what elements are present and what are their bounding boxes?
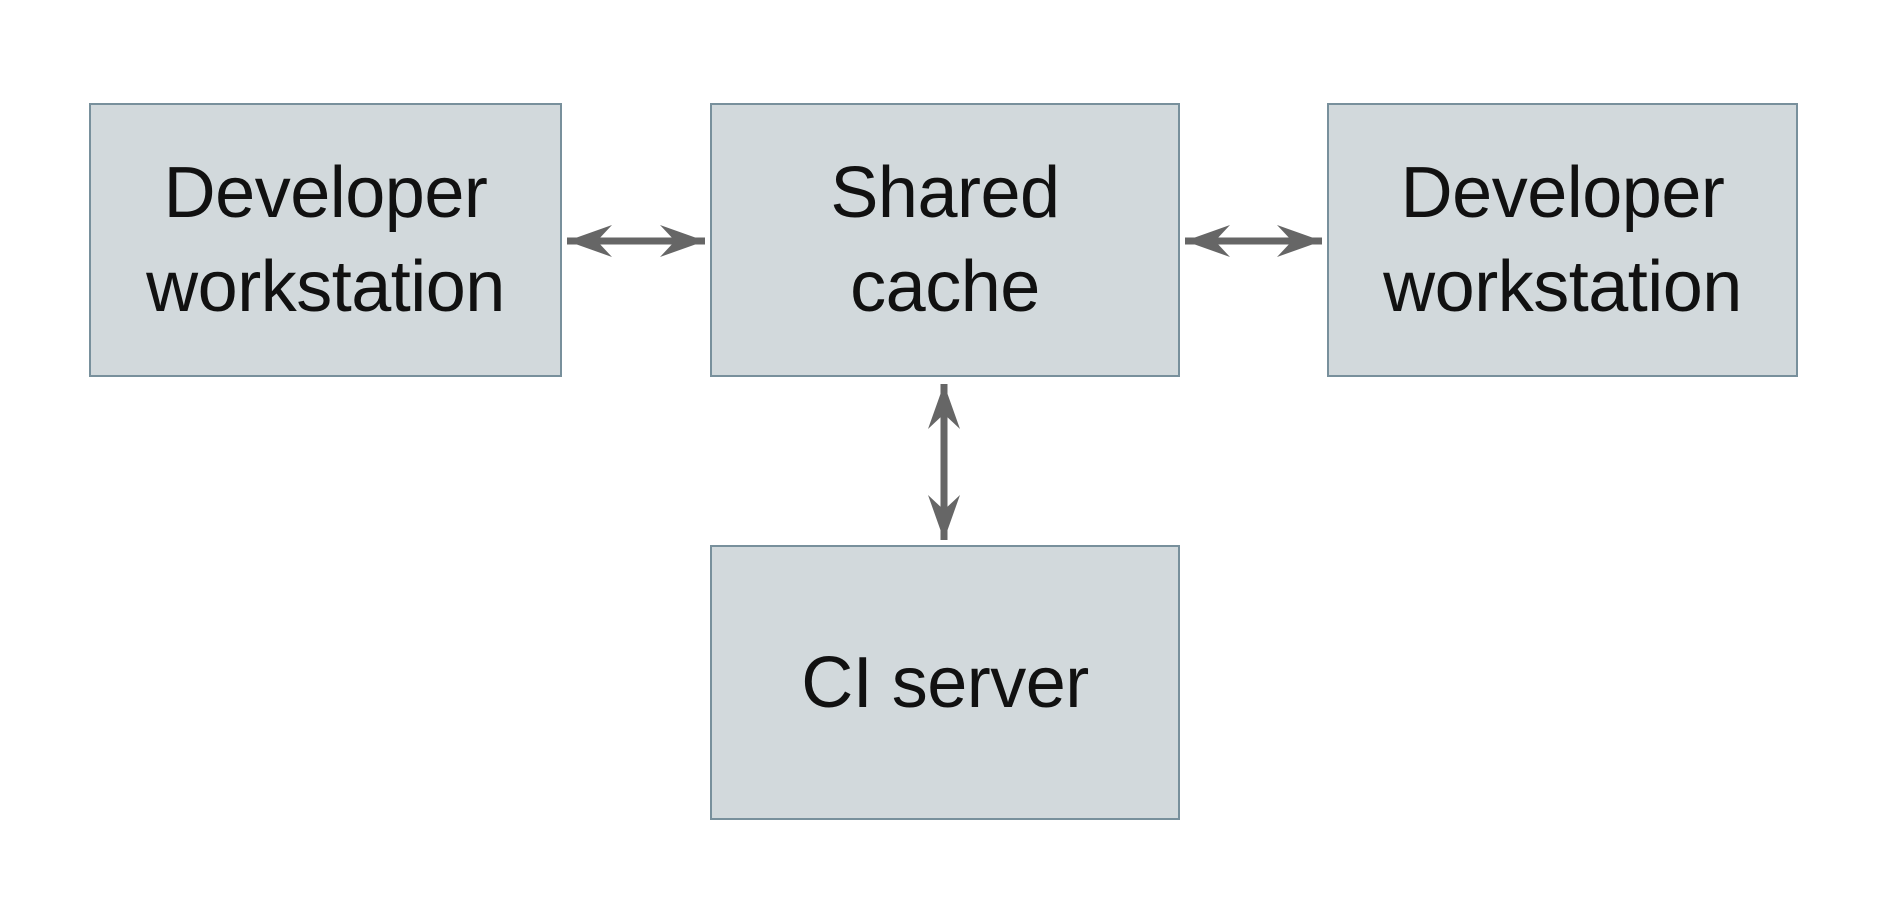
node-shared-cache: Shared cache: [710, 103, 1180, 377]
node-developer-workstation-left: Developer workstation: [89, 103, 562, 377]
node-label: Developer workstation: [146, 153, 505, 327]
node-label: CI server: [801, 642, 1089, 723]
node-developer-workstation-right: Developer workstation: [1327, 103, 1798, 377]
node-ci-server: CI server: [710, 545, 1180, 820]
node-label: Shared cache: [830, 153, 1060, 327]
node-label: Developer workstation: [1383, 153, 1742, 327]
